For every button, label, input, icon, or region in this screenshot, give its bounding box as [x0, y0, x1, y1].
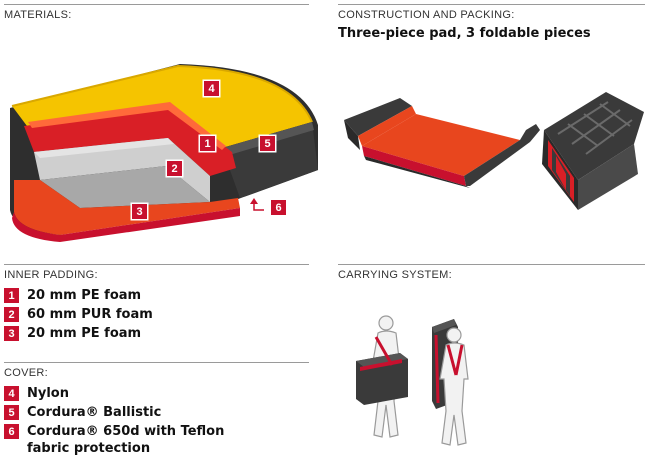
legend-number-badge: 3 [4, 326, 19, 341]
callout-badge-3: 3 [132, 204, 147, 219]
cover-heading: COVER: [4, 367, 48, 379]
legend-number-badge: 5 [4, 405, 19, 420]
unfolded-pad-illustration [344, 98, 540, 188]
callout-badge-2: 2 [167, 161, 182, 176]
legend-number-badge: 2 [4, 307, 19, 322]
folded-pad-illustration [542, 92, 644, 210]
inner-padding-item-2: 2 60 mm PUR foam [4, 306, 257, 323]
inner-padding-item-3: 3 20 mm PE foam [4, 325, 257, 342]
pe-foam-layer-top [24, 106, 236, 176]
pad-flat-top [362, 114, 520, 176]
legend-label: Cordura® Ballistic [27, 405, 162, 420]
callout-badge-1: 1 [200, 136, 215, 151]
person-backpack-carry [439, 327, 469, 446]
carrying-heading: CARRYING SYSTEM: [338, 269, 453, 281]
inner-padding-heading: INNER PADDING: [4, 269, 98, 281]
carrying-system-illustration [356, 315, 469, 446]
rule-top-left [4, 4, 309, 5]
cover-item-4: 4 Nylon [4, 385, 257, 402]
materials-heading: MATERIALS: [4, 9, 72, 21]
legend-label: 20 mm PE foam [27, 326, 142, 341]
legend-label: 20 mm PE foam [27, 288, 142, 303]
legend-label: Cordura® 650d with Teflon fabric protect… [27, 424, 225, 456]
rule-cover [4, 362, 309, 363]
legend-number-badge: 4 [4, 386, 19, 401]
inner-padding-item-1: 1 20 mm PE foam [4, 287, 257, 304]
construction-heading: CONSTRUCTION AND PACKING: [338, 9, 515, 21]
rule-top-right [338, 4, 645, 5]
legend-number-badge: 1 [4, 288, 19, 303]
rule-mid-left [4, 264, 309, 265]
rule-mid-right [338, 264, 645, 265]
callout-badge-4: 4 [204, 81, 219, 96]
callout-badge-5: 5 [260, 136, 275, 151]
legend-number-badge: 6 [4, 424, 19, 439]
construction-subtitle: Three-piece pad, 3 foldable pieces [338, 26, 591, 41]
pe-foam-layer-bottom [14, 180, 240, 235]
cover-item-5: 5 Cordura® Ballistic [4, 404, 257, 421]
ballistic-block [222, 122, 318, 198]
materials-cutaway-illustration [10, 64, 318, 242]
callout-badge-6: 6 [271, 200, 286, 215]
shoulder-strap-1 [374, 336, 394, 366]
legend-label: Nylon [27, 386, 69, 401]
cover-item-6: 6 Cordura® 650d with Teflon fabric prote… [4, 423, 257, 457]
shoulder-strap-2 [446, 344, 464, 376]
legend-label: 60 mm PUR foam [27, 307, 153, 322]
